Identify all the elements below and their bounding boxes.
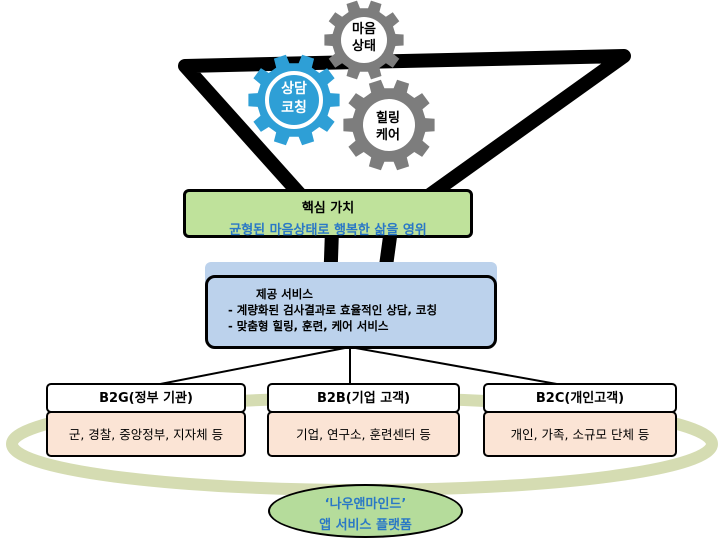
gear-mind-icon: [324, 0, 404, 80]
segment-b2c-body: 개인, 가족, 소규모 단체 등: [483, 411, 677, 457]
gear-heal-line2: 케어: [376, 128, 400, 143]
gear-heal-label: 힐링 케어: [358, 110, 418, 144]
gear-counsel-hub: [265, 71, 323, 129]
gear-heal-hub: [363, 99, 415, 151]
platform-line1: ‘나우앤마인드’: [324, 497, 407, 512]
gear-mind-line2: 상태: [352, 39, 376, 54]
platform-line2: 앱 서비스 플랫폼: [319, 518, 412, 533]
segment-b2g-body: 군, 경찰, 중앙정부, 지자체 등: [46, 411, 246, 457]
gear-mind-hub: [341, 17, 387, 63]
gear-mind-label: 마음 상태: [334, 21, 394, 55]
gear-heal-icon: [343, 79, 435, 171]
services-item: - 계량화된 검사결과로 효율적인 상담, 코칭: [228, 303, 438, 317]
services-item: - 맞춤형 힐링, 훈련, 케어 서비스: [228, 319, 389, 333]
gear-mind-line1: 마음: [352, 22, 376, 37]
core-value-box: 핵심 가치 균형된 마음상태로 행복한 삶을 영위: [183, 189, 473, 238]
core-value-subtitle: 균형된 마음상태로 행복한 삶을 영위: [229, 223, 427, 238]
gear-counsel-line1: 상담: [281, 81, 307, 97]
services-title: 제공 서비스: [256, 287, 313, 301]
platform-ellipse: ‘나우앤마인드’ 앱 서비스 플랫폼: [268, 484, 463, 538]
core-value-title: 핵심 가치: [301, 201, 355, 216]
segment-b2b-body: 기업, 연구소, 훈련센터 등: [267, 411, 460, 457]
gear-counsel-line2: 코칭: [281, 100, 307, 116]
services-box: 제공 서비스 - 계량화된 검사결과로 효율적인 상담, 코칭 - 맞춤형 힐링…: [205, 275, 497, 349]
segment-b2c-title: B2C(개인고객): [483, 383, 677, 413]
gear-heal-line1: 힐링: [376, 111, 400, 126]
gear-counsel-label: 상담 코칭: [264, 80, 324, 118]
connectors: [149, 346, 569, 387]
segment-b2b-title: B2B(기업 고객): [267, 383, 460, 413]
gear-counsel-icon: [248, 54, 340, 146]
segment-b2g-title: B2G(정부 기관): [46, 383, 246, 413]
